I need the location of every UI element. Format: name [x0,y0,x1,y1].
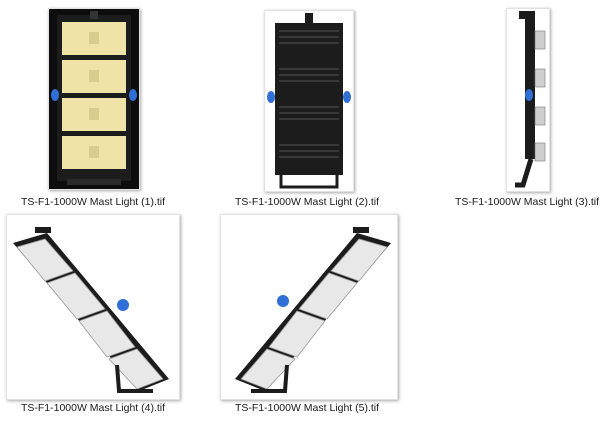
file-name-1[interactable]: TS-F1-1000W Mast Light (1).tif [20,196,166,208]
thumbnail-5[interactable] [220,214,398,400]
file-name-5[interactable]: TS-F1-1000W Mast Light (5).tif [234,402,380,414]
floodlight-front-image [49,9,139,189]
floodlight-angled-right-image [235,227,391,393]
floodlight-side-image [515,11,546,188]
thumbnail-2[interactable] [264,10,354,192]
file-name-4[interactable]: TS-F1-1000W Mast Light (4).tif [20,402,166,414]
floodlight-back-image [267,13,351,189]
file-name-2[interactable]: TS-F1-1000W Mast Light (2).tif [234,196,380,208]
thumbnail-4[interactable] [6,214,180,400]
file-name-3[interactable]: TS-F1-1000W Mast Light (3).tif [454,196,600,208]
thumbnail-3[interactable] [506,8,550,192]
floodlight-angled-left-image [13,227,169,393]
thumbnail-1[interactable] [48,8,140,190]
